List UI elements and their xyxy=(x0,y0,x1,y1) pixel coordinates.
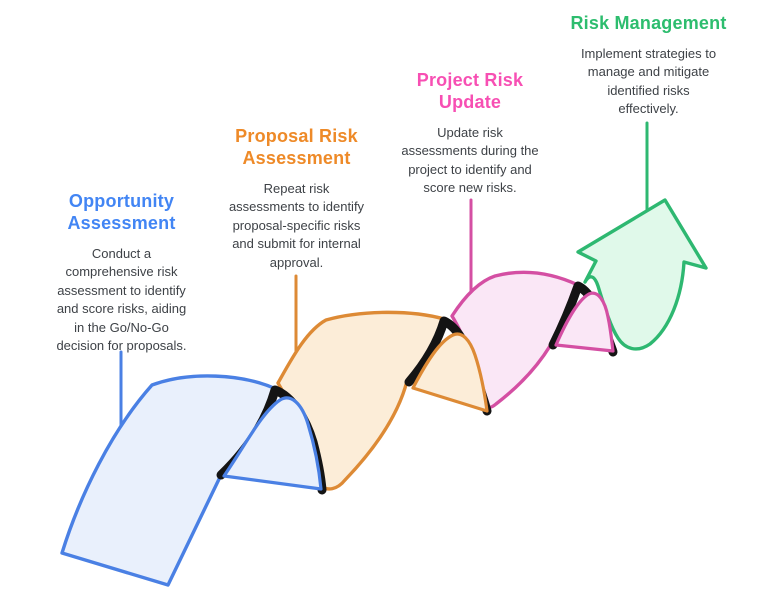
up-arrow-shape xyxy=(576,198,708,351)
stage-proposal-risk-assessment: Proposal Risk Assessment Repeat risk ass… xyxy=(204,126,389,272)
stage-risk-management: Risk Management Implement strategies to … xyxy=(556,13,741,119)
stage-title-proposal-risk-assessment: Proposal Risk Assessment xyxy=(235,126,358,168)
stage-project-risk-update: Project Risk Update Update risk assessme… xyxy=(380,70,560,198)
ribbon-wave-1-front xyxy=(60,374,278,587)
stage-description-opportunity-assessment: Conduct a comprehensive risk assessment … xyxy=(56,245,187,354)
stage-description-risk-management: Implement strategies to manage and mitig… xyxy=(580,45,717,117)
ribbon-wave-1-back xyxy=(222,396,323,491)
stage-title-opportunity-assessment: Opportunity Assessment xyxy=(67,191,176,233)
ribbon-wave-2-back xyxy=(411,332,489,413)
stage-title-risk-management: Risk Management xyxy=(570,13,727,33)
stage-description-proposal-risk-assessment: Repeat risk assessments to identify prop… xyxy=(228,180,365,270)
ribbon-wave-3-back xyxy=(554,291,615,353)
stage-description-project-risk-update: Update risk assessments during the proje… xyxy=(401,124,539,196)
stage-opportunity-assessment: Opportunity Assessment Conduct a compreh… xyxy=(34,191,209,356)
stage-title-project-risk-update: Project Risk Update xyxy=(416,70,524,112)
